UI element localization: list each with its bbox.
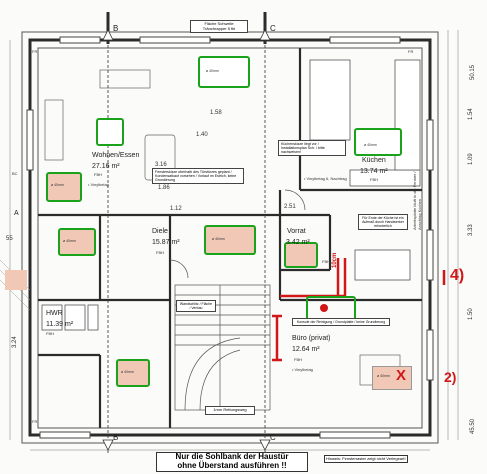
- bottom-main-line2: ohne Überstand ausführen !!: [177, 460, 287, 470]
- markup-x: X: [396, 367, 407, 384]
- kitchen-side-note: Für Ende der Küche ist ein Aufmaß durch …: [358, 214, 408, 231]
- room-code-vorrat: FBH: [322, 259, 330, 264]
- right-margin-note: Arbeitsplatte läuft in die Fenster / Ans…: [412, 160, 422, 230]
- room-code-diele: FBH: [156, 250, 164, 255]
- outlet-wohnen-table[interactable]: [96, 118, 124, 146]
- bottom-right-note: Hinweis: Fensterraster zeigt nicht Verle…: [324, 455, 408, 464]
- room-area-buero: 12.64 m²: [292, 346, 320, 353]
- room-area-hwr: 11.39 m²: [46, 321, 74, 328]
- axis-label-fr-1: FR: [32, 49, 38, 54]
- diele-heating-note: Fensterskizze oberhalb des Türstürzes ge…: [152, 168, 244, 185]
- top-chimney-note: Fläche Schwelle Tränchrapper 5 fbl: [190, 20, 248, 34]
- outlet-label: ø 40mm: [212, 237, 225, 241]
- room-name-hwr: HWR: [46, 310, 63, 317]
- section-label-b-bottom: B: [113, 433, 119, 442]
- kitchen-install-text: Küchenskizze liegt vor / Installationspl…: [281, 142, 325, 155]
- dimension-lines: [9, 30, 459, 451]
- dim-1: 1.54: [468, 108, 474, 120]
- dim-3: 3.33: [468, 224, 474, 236]
- room-floor-wohnen: • Vinylbelag: [88, 182, 109, 187]
- outlet-hwr-top[interactable]: ø 40mm: [58, 228, 96, 256]
- axis-label-fr-3: FR: [32, 419, 38, 424]
- outlet-diele[interactable]: ø 40mm: [204, 225, 256, 255]
- room-name-kuechen: Küchen: [362, 157, 386, 164]
- dim-13: 55: [6, 236, 13, 242]
- room-area-kuechen: 13.74 m²: [360, 168, 388, 175]
- dim-11: 1.40: [196, 132, 208, 138]
- room-name-vorrat: Vorrat: [287, 228, 306, 235]
- bottom-main-note: Nur die Sohlbank der Haustür ohne Überst…: [156, 452, 308, 472]
- dim-4: 1.50: [468, 308, 474, 320]
- section-label-c-top: C: [270, 24, 276, 33]
- buero-note: Konsole der Reinigung / Grundplatte / ke…: [292, 318, 390, 327]
- windows: [26, 36, 434, 439]
- right-margin-text: Arbeitsplatte läuft in die Fenster / Ans…: [412, 171, 422, 230]
- outlet-label: ø 40mm: [206, 69, 219, 73]
- outlet-kuechen[interactable]: ø 40mm: [354, 128, 402, 156]
- bottom-main-line1: Nur die Sohlbank der Haustür: [175, 452, 289, 461]
- stair-note-text: 1mm Rettungsweg: [213, 407, 247, 412]
- room-code-kuechen: FBH: [370, 177, 378, 182]
- room-area-vorrat: 3.42 m²: [286, 239, 310, 246]
- dim-12: 1.12: [170, 206, 182, 212]
- dim-5: 45.50: [470, 418, 476, 434]
- doors: [169, 189, 306, 279]
- dim-6: 2.51: [284, 204, 296, 210]
- dim-2: 1.09: [468, 153, 474, 165]
- room-floor-kuechen: • Vinylbelag 6, Nachtrag: [304, 176, 347, 181]
- wc-note-text: Wandschlitz / Fläche / Verbau: [179, 302, 213, 311]
- axis-label-a: A: [14, 210, 19, 217]
- stair-note: 1mm Rettungsweg: [205, 406, 255, 415]
- wc-note: Wandschlitz / Fläche / Verbau: [176, 300, 216, 313]
- room-name-buero: Büro (privat): [292, 335, 331, 342]
- diele-heating-text: Fensterskizze oberhalb des Türstürzes ge…: [155, 170, 237, 183]
- hwr-outlet-patch: [5, 270, 27, 290]
- outlet-label: ø 40mm: [63, 239, 76, 243]
- section-markers: [102, 29, 271, 451]
- room-area-diele: 15.87 m²: [152, 239, 180, 246]
- room-code-buero: FBH: [294, 357, 302, 362]
- kitchen-counters: [309, 59, 421, 281]
- outlet-label: ø 40mm: [364, 143, 377, 147]
- dim-14: 3.24: [12, 336, 18, 348]
- red-outlet-marker: [320, 304, 328, 312]
- dining-furniture: [44, 69, 176, 181]
- outlet-wohnen[interactable]: ø 40mm: [46, 172, 82, 202]
- dim-9: 50.15: [470, 64, 476, 80]
- hwr-fixtures: [41, 304, 99, 331]
- kitchen-install-note: Küchenskizze liegt vor / Installationspl…: [278, 140, 346, 157]
- outlet-label: ø 40mm: [377, 374, 390, 378]
- section-label-b-top: B: [113, 24, 119, 33]
- outlet-label: ø 40mm: [121, 370, 134, 374]
- room-name-diele: Diele: [152, 228, 168, 235]
- markup-ref-2: 2): [444, 369, 457, 385]
- dim-7: 3.16: [155, 162, 167, 168]
- markup-ref-4: 4): [450, 267, 465, 284]
- bottom-right-text: Hinweis: Fensterraster zeigt nicht Verle…: [326, 456, 406, 461]
- outlet-buero[interactable]: ø 40mm: [372, 366, 412, 390]
- room-code-wohnen: FBH: [94, 172, 102, 177]
- dim-10: 1.86: [158, 185, 170, 191]
- outlet-top-center[interactable]: ø 40mm: [198, 56, 250, 88]
- markup-10cm: 10cm: [332, 252, 338, 268]
- top-chimney-text: Fläche Schwelle Tränchrapper 5 fbl: [202, 21, 236, 31]
- room-area-wohnen: 27.16 m²: [92, 163, 120, 170]
- outlet-vorrat[interactable]: [284, 242, 318, 268]
- room-code-hwr: FBH: [46, 331, 54, 336]
- room-name-wohnen: Wohnen/Essen: [92, 152, 140, 159]
- axis-label-bc: BC: [12, 171, 18, 176]
- section-label-c-bottom: C: [270, 433, 276, 442]
- outlet-label: ø 40mm: [51, 183, 64, 187]
- room-floor-buero: • Vinylbelag: [292, 367, 313, 372]
- axis-label-fr-2: FR: [408, 49, 414, 54]
- dim-8: 1.58: [210, 110, 222, 116]
- kitchen-side-text: Für Ende der Küche ist ein Aufmaß durch …: [362, 216, 404, 229]
- interior-walls: [38, 48, 422, 428]
- outlet-hwr-bottom[interactable]: ø 40mm: [116, 359, 150, 387]
- buero-note-text: Konsole der Reinigung / Grundplatte / ke…: [296, 320, 386, 324]
- section-lines: [107, 25, 266, 455]
